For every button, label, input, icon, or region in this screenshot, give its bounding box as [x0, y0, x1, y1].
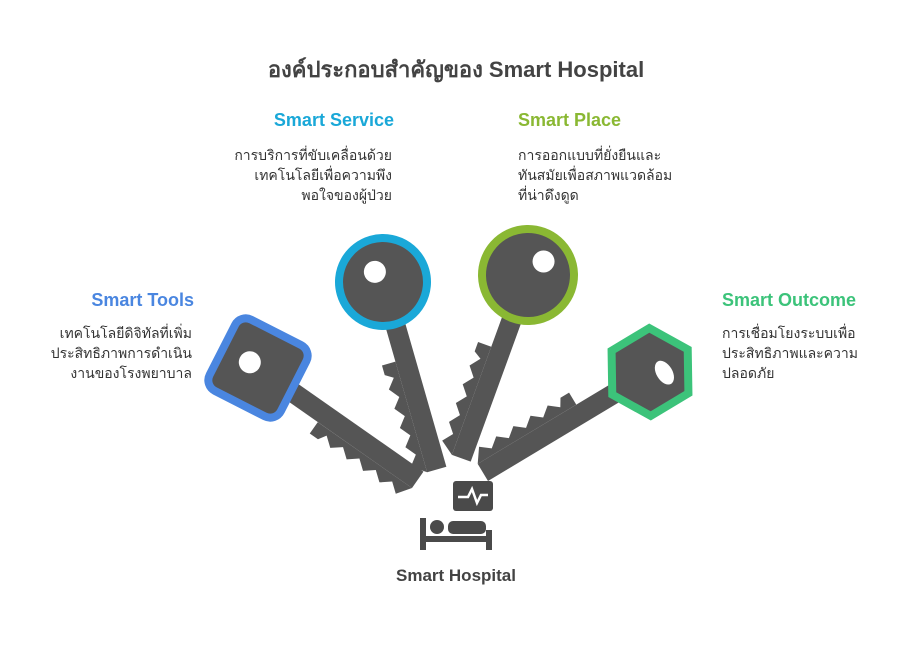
smart-tools-key [204, 314, 424, 500]
desc-line: การบริการที่ขับเคลื่อนด้วย [234, 147, 392, 163]
smart-tools-title: Smart Tools [91, 290, 194, 310]
smart-outcome-key [470, 323, 693, 482]
smart-tools-desc: เทคโนโลยีดิจิทัลที่เพิ่มประสิทธิภาพการดำ… [51, 323, 192, 383]
smart-outcome-desc: การเชื่อมโยงระบบเพื่อประสิทธิภาพและความป… [722, 323, 858, 383]
smart-service-desc: การบริการที่ขับเคลื่อนด้วยเทคโนโลยีเพื่อ… [234, 145, 392, 205]
desc-line: ทันสมัยเพื่อสภาพแวดล้อม [518, 167, 673, 183]
desc-line: การออกแบบที่ยั่งยืนและ [518, 147, 662, 163]
desc-line: การเชื่อมโยงระบบเพื่อ [722, 325, 856, 341]
center-label: Smart Hospital [396, 566, 516, 585]
hospital-bed-monitor-icon [420, 481, 493, 550]
desc-line: เทคโนโลยีดิจิทัลที่เพิ่ม [59, 325, 192, 341]
desc-line: ที่น่าดึงดูด [518, 187, 579, 203]
smart-outcome-title: Smart Outcome [722, 290, 857, 310]
smart-place-title: Smart Place [518, 110, 622, 130]
smart-place-desc: การออกแบบที่ยั่งยืนและทันสมัยเพื่อสภาพแว… [518, 145, 672, 205]
desc-line: พอใจของผู้ป่วย [301, 187, 392, 203]
desc-line: ประสิทธิภาพการดำเนิน [50, 345, 192, 361]
desc-line: ประสิทธิภาพและความ [722, 345, 859, 361]
page-title: องค์ประกอบสำคัญของ Smart Hospital [267, 57, 645, 82]
smart-service-title: Smart Service [273, 110, 394, 130]
desc-line: เทคโนโลยีเพื่อความพึง [254, 167, 392, 183]
smart-place-key [438, 225, 578, 462]
smart-service-key [335, 234, 447, 477]
desc-line: ปลอดภัย [722, 365, 775, 381]
desc-line: งานของโรงพยาบาล [70, 365, 192, 381]
